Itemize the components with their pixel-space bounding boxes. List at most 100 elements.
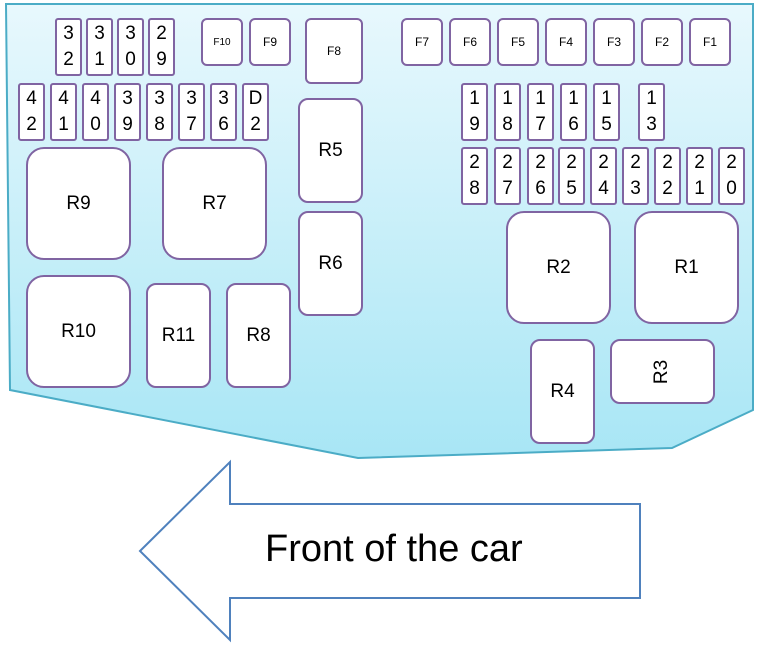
fuse-f3-label: F3 [606, 35, 621, 49]
fuse-42-digit-1: 4 [26, 88, 37, 109]
relay-r10: R10 [26, 275, 131, 388]
relay-r8-label: R8 [246, 324, 271, 346]
fuse-f7: F7 [401, 18, 443, 66]
fuse-18-digit-1: 1 [502, 88, 513, 109]
fuse-39: 3 9 [114, 83, 141, 141]
fuse-20: 2 0 [718, 147, 745, 205]
fuse-20-digit-1: 2 [726, 152, 737, 173]
fuse-29-digit-1: 2 [156, 23, 167, 44]
fuse-32-digit-2: 2 [63, 49, 74, 70]
fuse-f1-label: F1 [702, 35, 717, 49]
fuse-f4: F4 [545, 18, 587, 66]
fuse-19: 1 9 [461, 83, 488, 141]
fuse-19-digit-1: 1 [469, 88, 480, 109]
fuse-f9-label: F9 [262, 35, 277, 49]
relay-r11: R11 [146, 283, 211, 388]
fuse-f8: F8 [305, 18, 363, 84]
fuse-16: 1 6 [560, 83, 587, 141]
fuse-27-digit-2: 7 [502, 178, 513, 199]
relay-r1-label: R1 [674, 256, 699, 278]
relay-r6-label: R6 [318, 252, 343, 274]
relay-r3: R3 [610, 339, 715, 404]
fuse-f6-label: F6 [462, 35, 477, 49]
fuse-22-digit-1: 2 [662, 152, 673, 173]
fuse-39-digit-2: 9 [122, 114, 133, 135]
fuse-31: 3 1 [86, 18, 113, 76]
relay-r3-label: R3 [651, 359, 673, 384]
fuse-24-digit-1: 2 [598, 152, 609, 173]
fuse-15-digit-1: 1 [601, 88, 612, 109]
relay-r8: R8 [226, 283, 291, 388]
fuse-36: 3 6 [210, 83, 237, 141]
fuse-17-digit-2: 7 [535, 114, 546, 135]
fuse-13: 1 3 [638, 83, 665, 141]
relay-r5: R5 [298, 98, 363, 203]
fuse-38-digit-1: 3 [154, 88, 165, 109]
fuse-d2: D 2 [242, 83, 269, 141]
relay-r4: R4 [530, 339, 595, 444]
fuse-31-digit-2: 1 [94, 49, 105, 70]
fuse-20-digit-2: 0 [726, 178, 737, 199]
fuse-31-digit-1: 3 [94, 23, 105, 44]
fuse-28: 2 8 [461, 147, 488, 205]
fuse-25-digit-1: 2 [566, 152, 577, 173]
fuse-41-digit-1: 4 [58, 88, 69, 109]
fuse-17: 1 7 [527, 83, 554, 141]
relay-r2: R2 [506, 211, 611, 324]
fuse-26-digit-1: 2 [535, 152, 546, 173]
fuse-f5-label: F5 [510, 35, 525, 49]
fuse-29: 2 9 [148, 18, 175, 76]
relay-r6: R6 [298, 211, 363, 316]
relay-r4-label: R4 [550, 380, 575, 402]
fuse-d2-digit-2: 2 [250, 114, 261, 135]
fuse-f4-label: F4 [558, 35, 573, 49]
fuse-38: 3 8 [146, 83, 173, 141]
front-arrow-label: Front of the car [265, 528, 523, 570]
fuse-f10-label: F10 [213, 36, 231, 48]
fuse-13-digit-1: 1 [646, 88, 657, 109]
fuse-26-digit-2: 6 [535, 178, 546, 199]
fuse-18-digit-2: 8 [502, 114, 513, 135]
fuse-32: 3 2 [55, 18, 82, 76]
fuse-24-digit-2: 4 [598, 178, 609, 199]
fuse-30-digit-2: 0 [125, 49, 136, 70]
fuse-24: 2 4 [590, 147, 617, 205]
fuse-f2: F2 [641, 18, 683, 66]
fuse-23-digit-2: 3 [630, 178, 641, 199]
fuse-f2-label: F2 [654, 35, 669, 49]
fuse-15: 1 5 [593, 83, 620, 141]
fuse-40: 4 0 [82, 83, 109, 141]
fuse-13-digit-2: 3 [646, 114, 657, 135]
fuse-f1: F1 [689, 18, 731, 66]
relay-r9-label: R9 [66, 192, 91, 214]
fuse-37-digit-2: 7 [186, 114, 197, 135]
fuse-f10: F10 [201, 18, 243, 66]
fuse-27: 2 7 [494, 147, 521, 205]
fuse-28-digit-1: 2 [469, 152, 480, 173]
fuse-29-digit-2: 9 [156, 49, 167, 70]
fuse-42: 4 2 [18, 83, 45, 141]
fuse-22: 2 2 [654, 147, 681, 205]
fuse-22-digit-2: 2 [662, 178, 673, 199]
relay-r11-label: R11 [161, 324, 196, 346]
fuse-26: 2 6 [527, 147, 554, 205]
fuse-30: 3 0 [117, 18, 144, 76]
fuse-37-digit-1: 3 [186, 88, 197, 109]
fuse-f5: F5 [497, 18, 539, 66]
fuse-41: 4 1 [50, 83, 77, 141]
fuse-f3: F3 [593, 18, 635, 66]
fuse-28-digit-2: 8 [469, 178, 480, 199]
fuse-36-digit-1: 3 [218, 88, 229, 109]
fuse-16-digit-2: 6 [568, 114, 579, 135]
fuse-d2-digit-1: D [248, 88, 263, 109]
relay-r2-label: R2 [546, 256, 571, 278]
fuse-32-digit-1: 3 [63, 23, 74, 44]
fuse-37: 3 7 [178, 83, 205, 141]
fuse-40-digit-2: 0 [90, 114, 101, 135]
fuse-15-digit-2: 5 [601, 114, 612, 135]
fuse-23-digit-1: 2 [630, 152, 641, 173]
relay-r10-label: R10 [61, 320, 96, 342]
fuse-18: 1 8 [494, 83, 521, 141]
relay-r7: R7 [162, 147, 267, 260]
fuse-17-digit-1: 1 [535, 88, 546, 109]
